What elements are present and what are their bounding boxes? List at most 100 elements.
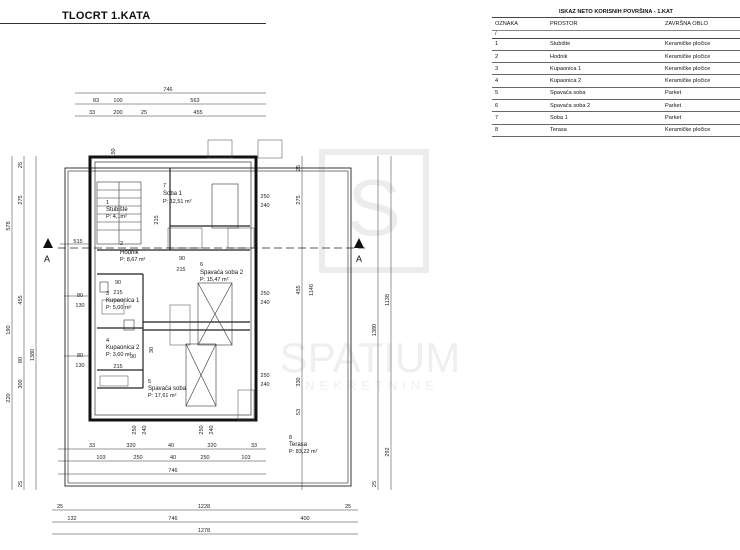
dim-inner-11: 250: [260, 194, 269, 200]
room-1-area: P: 4,..m²: [106, 214, 127, 220]
dim-left-5: 80: [18, 357, 24, 363]
room-3-number: 3: [106, 291, 109, 297]
room-1-name: Stubište: [106, 207, 128, 213]
dimension-lines: [11, 92, 392, 535]
table-cell: Keramičke pločice: [662, 38, 740, 51]
dim-inner-8: 130: [75, 363, 84, 369]
table-cell: 1: [492, 38, 547, 51]
table-cell: Spavaća soba 2: [547, 99, 662, 113]
table-cell: Keramičke pločice: [662, 74, 740, 88]
room-3-name: Kupaonica 1: [106, 298, 140, 304]
room-7-area: P: 12,51 m²: [163, 199, 192, 205]
room-4-area: P: 3,60 m²: [106, 352, 132, 358]
dim-inner-1: 90: [179, 256, 185, 262]
dim-left-6: 300: [18, 379, 24, 388]
table-cell: 5: [492, 87, 547, 101]
dim-bottom-9: 103: [241, 455, 250, 461]
room-8-name: Terasa: [289, 442, 308, 448]
table-header-zavrsna: ZAVRŠNA OBLO: [662, 17, 740, 31]
dim-inner-3: 90: [115, 280, 121, 286]
room-8-number: 8: [289, 435, 292, 441]
section-line: A A: [43, 238, 365, 264]
table-cell: Parket: [662, 99, 740, 113]
table-cell: Soba 1: [547, 111, 662, 125]
room-2-area: P: 8,67 m²: [120, 257, 146, 263]
room-8-area: P: 83,22 m²: [289, 449, 318, 455]
dim-inner-23: 150: [111, 148, 117, 157]
room-1-number: 1: [106, 200, 109, 206]
dim-bottom-13: 25: [345, 504, 351, 510]
room-7-name: Soba 1: [163, 191, 183, 197]
watermark: S SPATIUM NEKRETNINE: [280, 149, 460, 393]
room-5-area: P: 17,61 m²: [148, 393, 177, 399]
dim-top-3: 563: [190, 98, 199, 104]
dim-right-3: 1146: [309, 284, 315, 296]
table-cell: 4: [492, 74, 547, 88]
dim-left-2: 578: [6, 221, 12, 230]
dim-inner-9: 90: [130, 354, 136, 360]
table-cell: Parket: [662, 87, 740, 101]
table-cell: Spavaća soba: [547, 87, 662, 101]
table-caption-row: ISKAZ NETO KORISNIH POVRŠINA - 1.KAT: [492, 6, 740, 19]
dim-bottom-15: 746: [168, 516, 177, 522]
dimension-labels: 746 83 100 563 33 200 25 455 33 320 40 3…: [57, 87, 351, 534]
dim-inner-15: 250: [260, 373, 269, 379]
dim-bottom-3: 320: [207, 443, 216, 449]
table-cell: Parket: [662, 111, 740, 125]
dim-inner-18: 240: [142, 425, 148, 434]
dim-inner-13: 250: [260, 291, 269, 297]
dim-inner-21: 215: [154, 215, 160, 224]
dim-right-2: 455: [296, 285, 302, 294]
table-header-row: OZNAKA PROSTOR ZAVRŠNA OBLO: [492, 17, 740, 31]
watermark-letter: S: [347, 163, 400, 252]
dim-bottom-7: 40: [170, 455, 176, 461]
room-4-name: Kupaonica 2: [106, 345, 140, 351]
section-arrow-left-icon: [43, 238, 53, 248]
table-marker: /: [492, 30, 547, 39]
dim-inner-22: 30: [149, 347, 155, 353]
dim-inner-14: 240: [260, 300, 269, 306]
dim-left-1: 275: [18, 195, 24, 204]
dim-inner-16: 240: [260, 382, 269, 388]
dim-bottom-4: 33: [251, 443, 257, 449]
room-labels: 1 Stubište P: 4,..m² 2 Hodnik P: 8,67 m²…: [106, 183, 318, 455]
room-6-name: Spavaća soba 2: [200, 270, 244, 276]
dim-left-0: 25: [18, 162, 24, 168]
section-label-left: A: [44, 254, 50, 264]
dim-bottom-6: 250: [133, 455, 142, 461]
dim-left-9: 1380: [30, 349, 36, 361]
dim-inner-4: 80: [77, 293, 83, 299]
table-marker-row: /: [492, 30, 740, 39]
dim-left-4: 190: [6, 325, 12, 334]
dim-bottom-10: 746: [168, 468, 177, 474]
dim-bottom-1: 320: [126, 443, 135, 449]
room-4-number: 4: [106, 338, 109, 344]
dim-inner-20: 240: [209, 425, 215, 434]
dim-bottom-12: 1228: [198, 504, 210, 510]
dim-top-7: 455: [193, 110, 202, 116]
dim-bottom-11: 25: [57, 504, 63, 510]
table-cell: Stubište: [547, 38, 662, 51]
room-3-area: P: 5,00 m²: [106, 305, 132, 311]
room-2-name: Hodnik: [120, 250, 140, 256]
table-cell: Keramičke pločice: [662, 124, 740, 137]
table-cell: 2: [492, 50, 547, 64]
inner-dimension-labels: 515 90 215 90 80 130 215 80 130 90 215 2…: [73, 148, 269, 434]
dim-inner-7: 80: [77, 353, 83, 359]
dim-left-7: 220: [6, 393, 12, 402]
dim-top-4: 33: [89, 110, 95, 116]
room-2-number: 2: [120, 241, 123, 247]
table-cell: Terasa: [547, 124, 662, 137]
watermark-sub: NEKRETNINE: [305, 378, 439, 393]
dim-top-5: 200: [113, 110, 122, 116]
dim-right-7: 292: [385, 447, 391, 456]
table-cell: 3: [492, 62, 547, 76]
area-table: ISKAZ NETO KORISNIH POVRŠINA - 1.KAT OZN…: [492, 6, 740, 137]
table-cell: Hodnik: [547, 50, 662, 64]
table-header-oznaka: OZNAKA: [492, 17, 547, 31]
